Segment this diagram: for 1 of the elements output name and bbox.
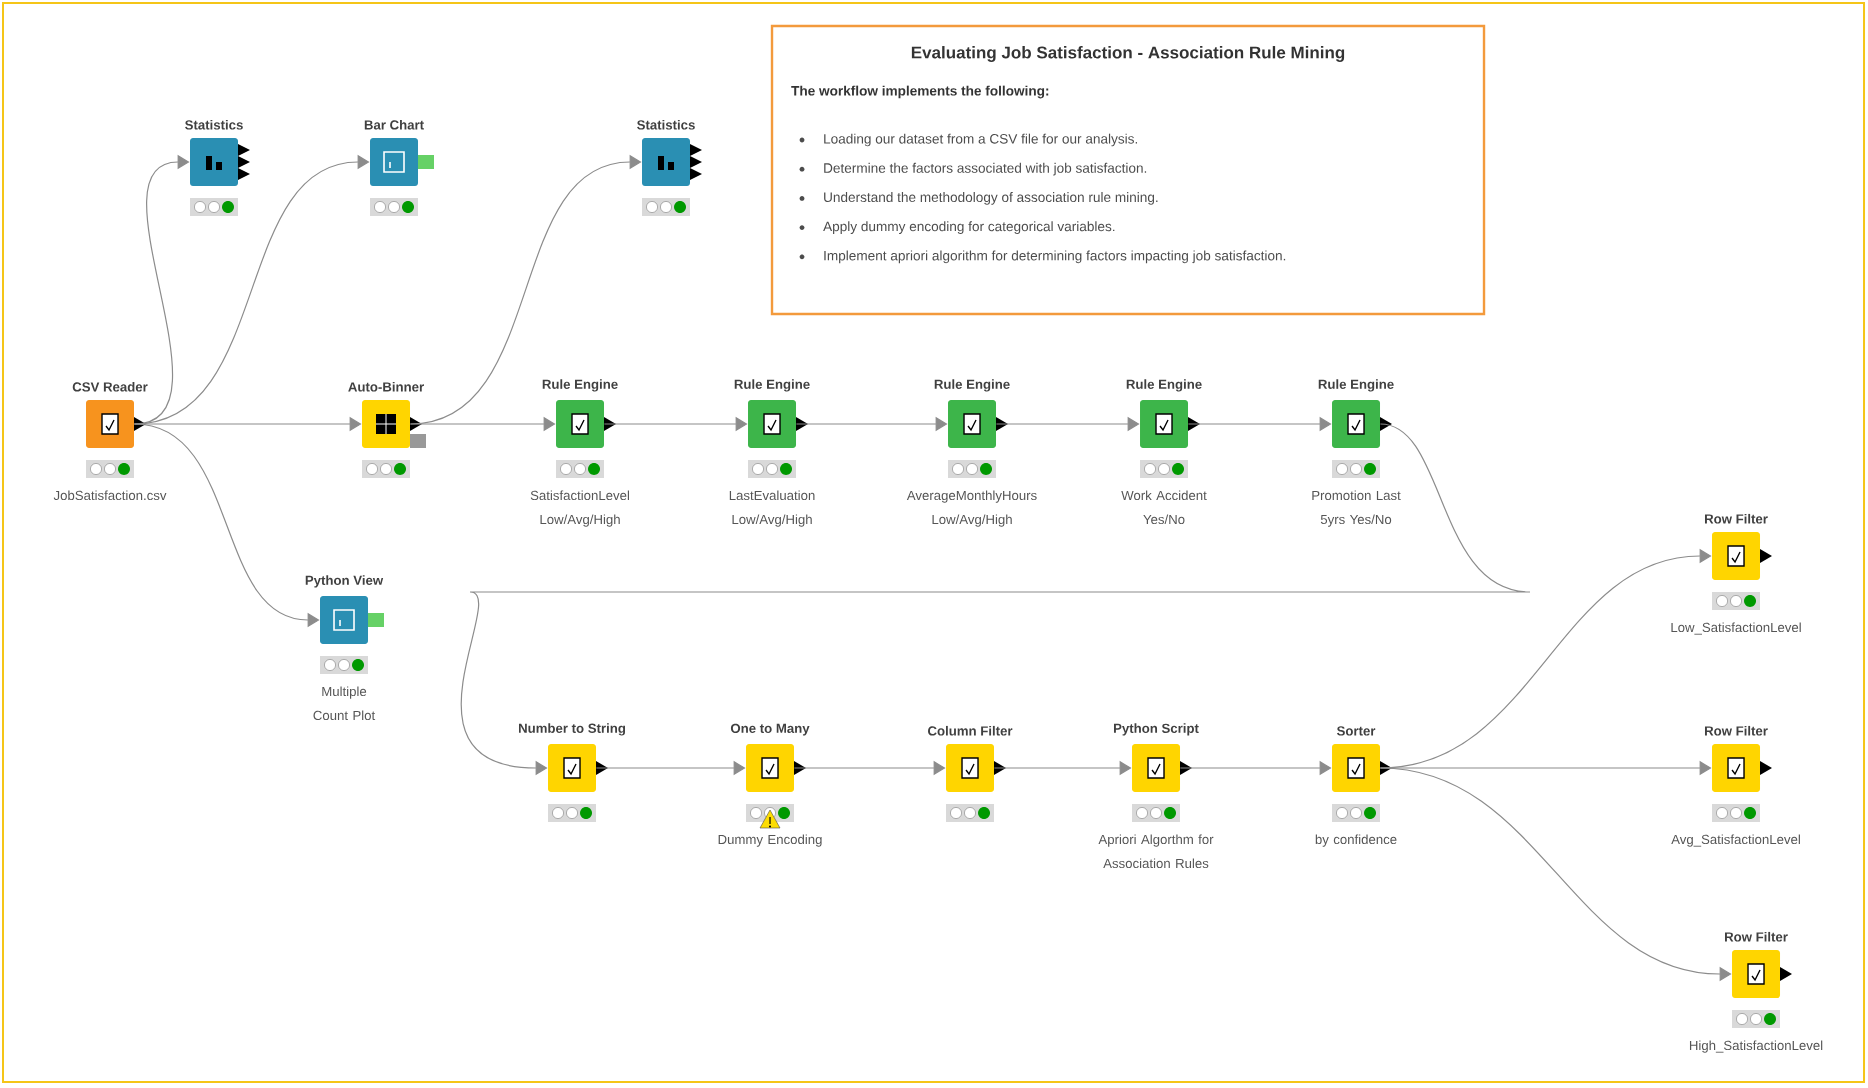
note-title: Evaluating Job Satisfaction - Association Rule Mining (911, 46, 1345, 62)
